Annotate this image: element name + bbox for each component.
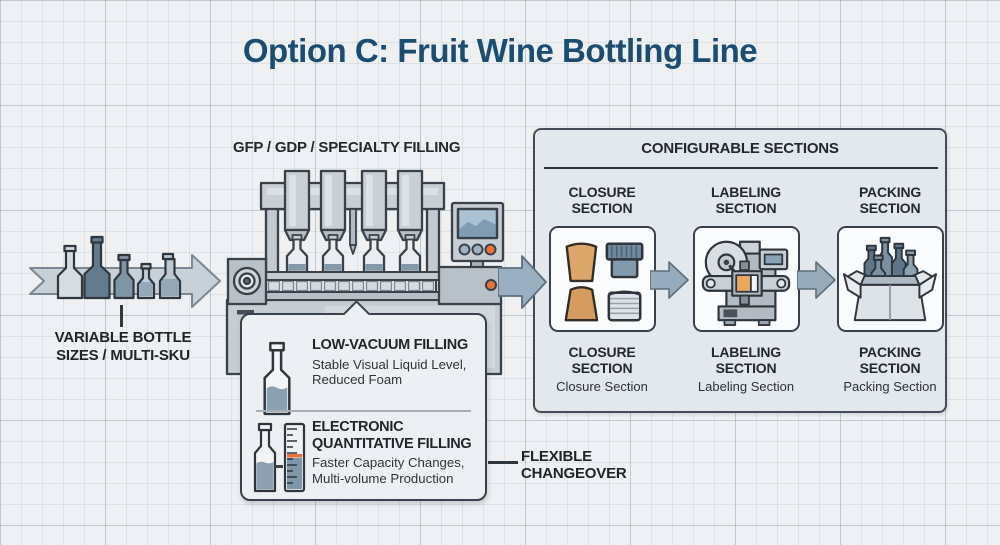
filling-features-callout: LOW-VACUUM FILLING Stable Visual Liquid …: [240, 300, 487, 501]
panel-title-rule: [544, 167, 938, 169]
labeling-section-column: LABELING SECTION: [686, 184, 806, 394]
closure-section-caption: Closure Section: [556, 379, 648, 395]
corks-and-caps-icon: [564, 242, 644, 322]
electronic-quantitative-description: Faster Capacity Changes, Multi-volume Pr…: [312, 455, 465, 486]
page-title: Option C: Fruit Wine Bottling Line: [242, 32, 758, 69]
packing-section-column: PACKING SECTION: [830, 184, 950, 394]
labeling-section-caption: Labeling Section: [697, 379, 795, 395]
electronic-quantitative-heading: ELECTRONIC QUANTITATIVE FILLING: [312, 419, 472, 452]
infeed-caption-connector: [120, 305, 123, 327]
flexible-changeover-label: FLEXIBLE CHANGEOVER: [521, 448, 627, 483]
filling-machine-label: GFP / GDP / SPECIALTY FILLING: [233, 139, 461, 156]
packing-section-caption: Packing Section: [843, 379, 937, 395]
infeed-caption: VARIABLE BOTTLE SIZES / MULTI-SKU: [54, 329, 192, 364]
flow-arrow-labeling-to-packing: [797, 261, 836, 299]
callout-divider: [256, 410, 471, 412]
closure-section-footer: CLOSURE SECTION: [568, 344, 636, 377]
flexible-changeover-connector: [488, 461, 518, 464]
flow-arrow-to-sections: [498, 255, 547, 309]
multi-size-bottles-icon: [29, 235, 221, 308]
labeling-section-header: LABELING SECTION: [711, 184, 781, 217]
packing-section-footer: PACKING SECTION: [858, 344, 922, 377]
low-vacuum-description: Stable Visual Liquid Level, Reduced Foam: [312, 356, 467, 388]
bottle-and-measuring-cylinder-icon: [253, 422, 306, 493]
labeling-machine-icon: [701, 240, 791, 326]
configurable-sections-panel: CONFIGURABLE SECTIONS CLOSURE SECTION: [533, 128, 947, 413]
closure-section-column: CLOSURE SECTION: [542, 184, 662, 394]
packed-case-icon: [842, 236, 938, 322]
closure-section-header: CLOSURE SECTION: [568, 184, 636, 217]
closure-section-box: [548, 226, 656, 332]
labeling-section-box: [692, 226, 800, 332]
packing-section-header: PACKING SECTION: [858, 184, 922, 217]
labeling-section-footer: LABELING SECTION: [711, 344, 781, 377]
flow-arrow-closure-to-labeling: [650, 261, 689, 299]
half-filled-bottle-icon: [263, 341, 291, 416]
low-vacuum-heading: LOW-VACUUM FILLING: [312, 337, 468, 353]
packing-section-box: [836, 226, 944, 332]
panel-title: CONFIGURABLE SECTIONS: [641, 140, 839, 157]
